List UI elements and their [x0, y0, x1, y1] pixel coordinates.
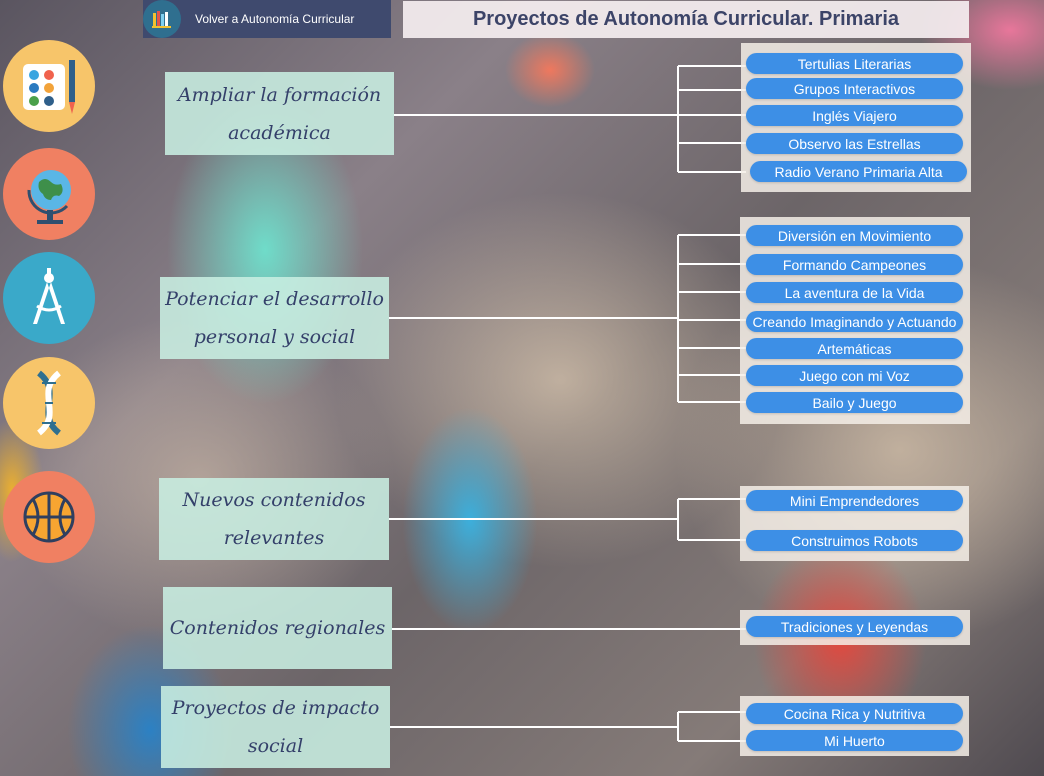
project-aventura-vida[interactable]: La aventura de la Vida [746, 282, 963, 303]
project-tradiciones-leyendas[interactable]: Tradiciones y Leyendas [746, 616, 963, 637]
category-potenciar-desarrollo[interactable]: Potenciar el desarrollo personal y socia… [160, 277, 389, 359]
back-to-autonomia-button[interactable]: Volver a Autonomía Curricular [143, 0, 391, 38]
dna-icon[interactable] [3, 357, 95, 449]
project-observo-estrellas[interactable]: Observo las Estrellas [746, 133, 963, 154]
project-bailo-juego[interactable]: Bailo y Juego [746, 392, 963, 413]
category-contenidos-regionales[interactable]: Contenidos regionales [163, 587, 392, 669]
project-mini-emprendedores[interactable]: Mini Emprendedores [746, 490, 963, 511]
category-ampliar-formacion[interactable]: Ampliar la formación académica [165, 72, 394, 155]
page-title: Proyectos de Autonomía Curricular. Prima… [403, 1, 969, 38]
books-icon [143, 0, 181, 38]
project-ingles-viajero[interactable]: Inglés Viajero [746, 105, 963, 126]
globe-icon[interactable] [3, 148, 95, 240]
project-juego-mi-voz[interactable]: Juego con mi Voz [746, 365, 963, 386]
project-creando-imaginando[interactable]: Creando Imaginando y Actuando [746, 311, 963, 332]
project-construimos-robots[interactable]: Construimos Robots [746, 530, 963, 551]
back-label: Volver a Autonomía Curricular [195, 12, 355, 26]
compass-icon[interactable] [3, 252, 95, 344]
category-nuevos-contenidos[interactable]: Nuevos contenidos relevantes [159, 478, 389, 560]
palette-icon[interactable] [3, 40, 95, 132]
project-grupos-interactivos[interactable]: Grupos Interactivos [746, 78, 963, 99]
project-cocina-rica[interactable]: Cocina Rica y Nutritiva [746, 703, 963, 724]
basketball-icon[interactable] [3, 471, 95, 563]
project-tertulias-literarias[interactable]: Tertulias Literarias [746, 53, 963, 74]
project-mi-huerto[interactable]: Mi Huerto [746, 730, 963, 751]
category-impacto-social[interactable]: Proyectos de impacto social [161, 686, 390, 768]
project-formando-campeones[interactable]: Formando Campeones [746, 254, 963, 275]
project-artematicas[interactable]: Artemáticas [746, 338, 963, 359]
project-radio-verano[interactable]: Radio Verano Primaria Alta [750, 161, 967, 182]
project-diversion-movimiento[interactable]: Diversión en Movimiento [746, 225, 963, 246]
